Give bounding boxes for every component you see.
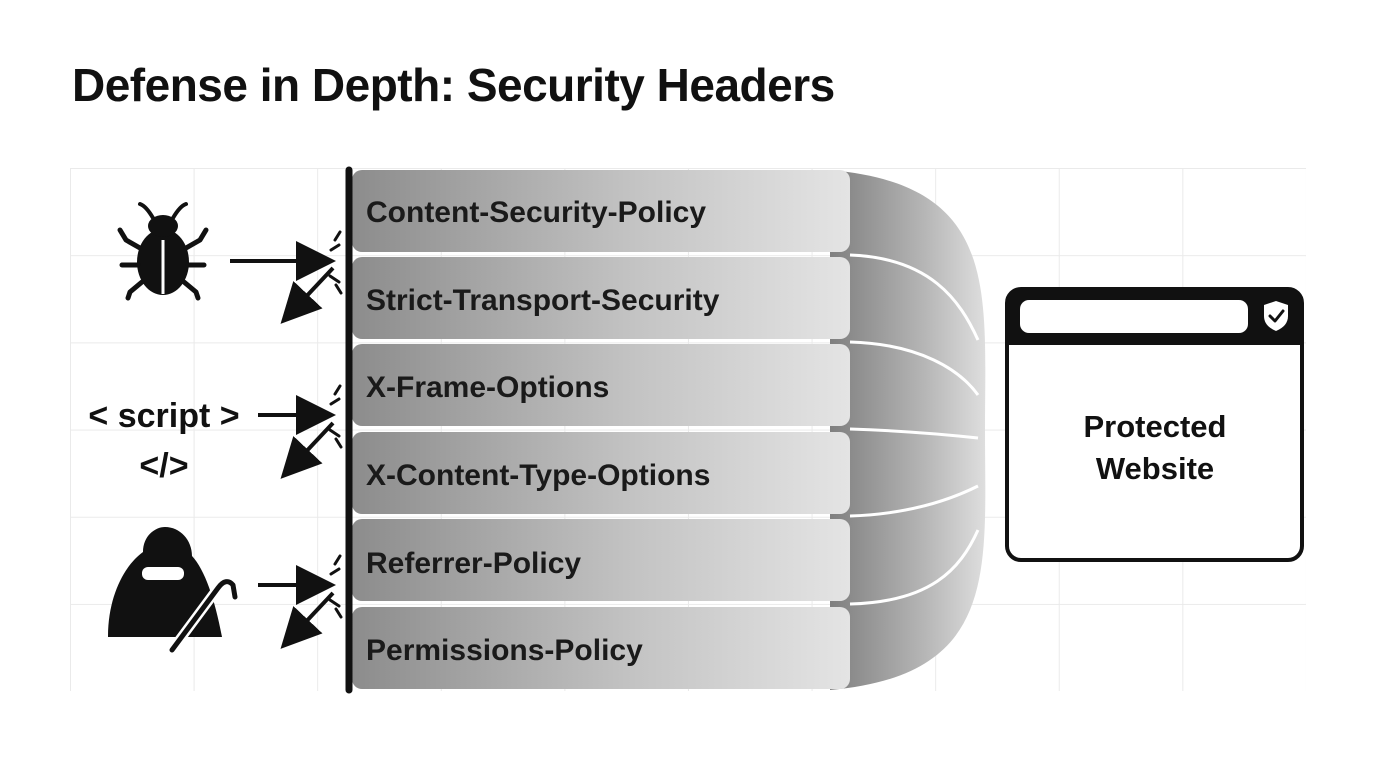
address-bar [1020,300,1248,333]
layer-curve-cap [830,170,986,690]
hacker-icon [108,527,240,655]
layer-x-content-type-options: X-Content-Type-Options [352,432,850,514]
page-title: Defense in Depth: Security Headers [72,59,835,111]
layer-x-frame-options: X-Frame-Options [352,344,850,426]
layer-label: Permissions-Policy [366,634,643,667]
protected-website-window: Protected Website [1005,287,1304,562]
layer-separator-lines [849,253,980,606]
layer-referrer-policy: Referrer-Policy [352,519,850,601]
layer-label: X-Frame-Options [366,371,609,404]
layer-label: Content-Security-Policy [366,196,706,229]
layer-label: Referrer-Policy [366,547,581,580]
threat-arrows [230,241,336,649]
impact-burst-marks [328,230,343,619]
website-label-line-2: Website [1096,451,1214,486]
website-label-line-1: Protected [1084,409,1227,444]
code-icon: < script > </> [88,397,239,485]
code-line-1: < script > [88,397,239,435]
shield-check-icon [1264,301,1288,331]
layer-permissions-policy: Permissions-Policy [352,607,850,689]
code-line-2: </> [139,447,188,485]
layer-strict-transport-security: Strict-Transport-Security [352,257,850,339]
bug-icon [117,202,209,301]
layer-label: X-Content-Type-Options [366,459,710,492]
layer-content-security-policy: Content-Security-Policy [352,170,850,252]
layer-label: Strict-Transport-Security [366,284,720,317]
